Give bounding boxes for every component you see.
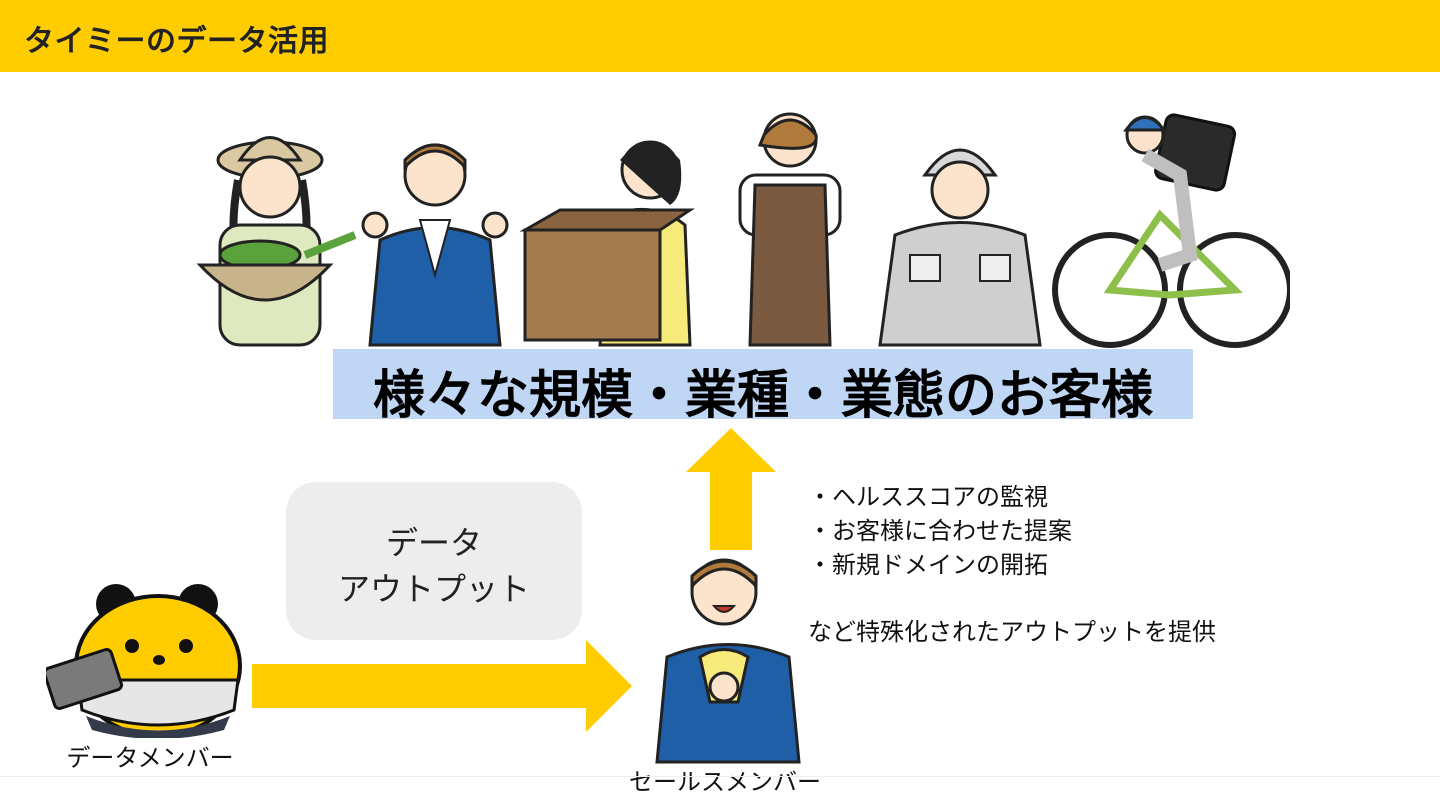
data-output-box: データ アウトプット <box>286 482 582 640</box>
data-output-line1: データ <box>286 518 582 564</box>
sales-member-label: セールスメンバー <box>610 762 840 797</box>
delivery-worker-icon <box>525 142 690 345</box>
sales-actions-list: ・ヘルススコアの監視 ・お客様に合わせた提案 ・新規ドメインの開拓 <box>808 480 1072 582</box>
factory-worker-icon <box>880 150 1040 345</box>
footer-divider <box>0 776 1440 777</box>
customers-banner-text: 様々な規模・業種・業態のお客様 <box>333 353 1193 428</box>
customers-illustration-group <box>190 105 1290 350</box>
arrow-up-icon <box>686 428 776 550</box>
customers-banner: 様々な規模・業種・業態のお客様 <box>333 349 1193 419</box>
businessman-icon <box>363 145 507 345</box>
sales-action-item: ・ヘルススコアの監視 <box>808 480 1072 514</box>
sales-action-item: ・お客様に合わせた提案 <box>808 514 1072 548</box>
shop-staff-icon <box>740 114 840 345</box>
data-member-label: データメンバー <box>60 738 240 773</box>
sales-actions-summary: など特殊化されたアウトプットを提供 <box>808 612 1216 647</box>
cyclist-courier-icon <box>1055 113 1290 345</box>
data-member-mascot-icon <box>46 580 252 738</box>
data-output-line2: アウトプット <box>286 564 582 610</box>
sales-action-item: ・新規ドメインの開拓 <box>808 548 1072 582</box>
farmer-icon <box>200 138 355 346</box>
slide-title: タイミーのデータ活用 <box>24 16 329 60</box>
arrow-right-icon <box>252 640 632 732</box>
slide-header: タイミーのデータ活用 <box>0 0 1440 72</box>
sales-member-icon <box>652 552 804 764</box>
